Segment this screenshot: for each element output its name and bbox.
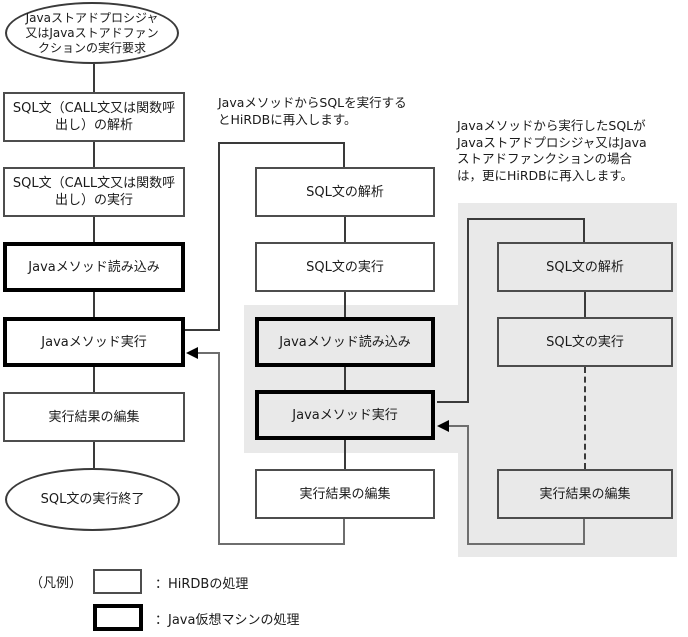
flow-connector [93, 367, 95, 392]
terminator-start: Javaストアドプロシジャ 又はJavaストアドファン クションの実行要求 [5, 2, 179, 64]
legend-hirdb-label: ：HiRDBの処理 [155, 577, 249, 592]
loop2-entry-line [437, 401, 469, 403]
middle-caption-line1: JavaメソッドからSQLを実行する [218, 95, 407, 110]
middle-step-edit-label: 実行結果の編集 [299, 486, 391, 502]
left-step-java-load-label: Javaメソッド読み込み [28, 259, 160, 275]
flow-connector [584, 292, 586, 317]
flow-connector [93, 442, 95, 468]
right-caption-line3: ストアドファンクションの場合 [457, 151, 633, 166]
loop2-return-line [583, 519, 585, 545]
loop2-entry-line [583, 218, 585, 242]
left-step-edit-label: 実行結果の編集 [48, 409, 140, 425]
terminator-start-line1: Javaストアドプロシジャ [25, 10, 159, 25]
left-step-sql-exec-label: SQL文（CALL文又は関数呼出し）の実行 [12, 176, 176, 208]
gray-region-right [458, 203, 677, 557]
left-step-java-load-box: Javaメソッド読み込み [3, 242, 185, 292]
loop2-entry-line [467, 218, 469, 403]
middle-step-java-run-box: Javaメソッド実行 [255, 390, 435, 440]
middle-caption-line2: とHiRDBに再入します。 [218, 111, 357, 127]
flow-connector [344, 367, 346, 390]
right-step-sql-exec-label: SQL文の実行 [546, 334, 624, 350]
left-step-sql-exec-box: SQL文（CALL文又は関数呼出し）の実行 [3, 167, 185, 217]
gray-region-middle [244, 305, 458, 453]
right-caption: Javaメソッドから実行したSQLが Javaストアドプロシジャ又はJava ス… [457, 118, 647, 184]
legend-jvm-label: ：Java仮想マシンの処理 [155, 613, 300, 628]
loop1-return-line [343, 519, 345, 545]
middle-caption: JavaメソッドからSQLを実行する とHiRDBに再入します。 [218, 95, 407, 128]
loop2-entry-line [467, 218, 585, 220]
legend-hirdb-swatch [93, 569, 142, 594]
right-step-sql-exec-box: SQL文の実行 [497, 317, 673, 367]
middle-step-java-run-label: Javaメソッド実行 [292, 407, 398, 423]
middle-step-edit-box: 実行結果の編集 [255, 469, 435, 519]
flow-connector [93, 292, 95, 317]
terminator-end-label: SQL文の実行終了 [40, 492, 145, 507]
arrowhead-left-icon [186, 347, 198, 359]
loop2-return-line [449, 425, 469, 427]
middle-step-sql-exec-box: SQL文の実行 [255, 242, 435, 292]
middle-step-java-load-label: Javaメソッド読み込み [279, 334, 411, 350]
left-step-sql-parse-box: SQL文（CALL文又は関数呼出し）の解析 [3, 92, 185, 142]
flow-connector [344, 440, 346, 469]
loop1-entry-line [218, 142, 220, 331]
legend-title: （凡例） [30, 576, 83, 591]
right-step-edit-box: 実行結果の編集 [497, 469, 673, 519]
left-step-edit-box: 実行結果の編集 [3, 392, 185, 442]
omitted-steps-dashed-connector [584, 367, 586, 469]
loop1-return-line [218, 352, 220, 545]
loop2-return-line [467, 543, 585, 545]
right-caption-line4: は，更にHiRDBに再入します。 [457, 167, 634, 183]
terminator-start-line3: クションの実行要求 [37, 40, 146, 55]
terminator-end: SQL文の実行終了 [5, 468, 180, 531]
flow-connector [344, 217, 346, 242]
right-step-sql-parse-label: SQL文の解析 [546, 259, 624, 275]
loop1-entry-line [343, 142, 345, 167]
middle-step-sql-parse-box: SQL文の解析 [255, 167, 435, 217]
middle-step-sql-parse-label: SQL文の解析 [306, 184, 384, 200]
flow-connector [93, 64, 95, 92]
terminator-start-line2: 又はJavaストアドファン [25, 25, 159, 40]
middle-step-sql-exec-label: SQL文の実行 [306, 259, 384, 275]
loop1-entry-line [218, 142, 345, 144]
flow-connector [93, 142, 95, 167]
right-step-sql-parse-box: SQL文の解析 [497, 242, 673, 292]
flow-connector [93, 217, 95, 242]
flow-connector [344, 292, 346, 317]
right-caption-line2: Javaストアドプロシジャ又はJava [457, 134, 647, 150]
right-caption-line1: Javaメソッドから実行したSQLが [457, 118, 646, 133]
loop1-return-line [198, 352, 220, 354]
loop1-return-line [218, 543, 345, 545]
left-step-java-run-box: Javaメソッド実行 [3, 317, 185, 367]
loop1-entry-line [185, 329, 219, 331]
loop2-return-line [467, 425, 469, 545]
left-step-java-run-label: Javaメソッド実行 [41, 334, 147, 350]
middle-step-java-load-box: Javaメソッド読み込み [255, 317, 435, 367]
right-step-edit-label: 実行結果の編集 [539, 486, 631, 502]
left-step-sql-parse-label: SQL文（CALL文又は関数呼出し）の解析 [12, 101, 176, 133]
arrowhead-left-icon [437, 420, 449, 432]
legend-jvm-swatch [93, 604, 143, 631]
